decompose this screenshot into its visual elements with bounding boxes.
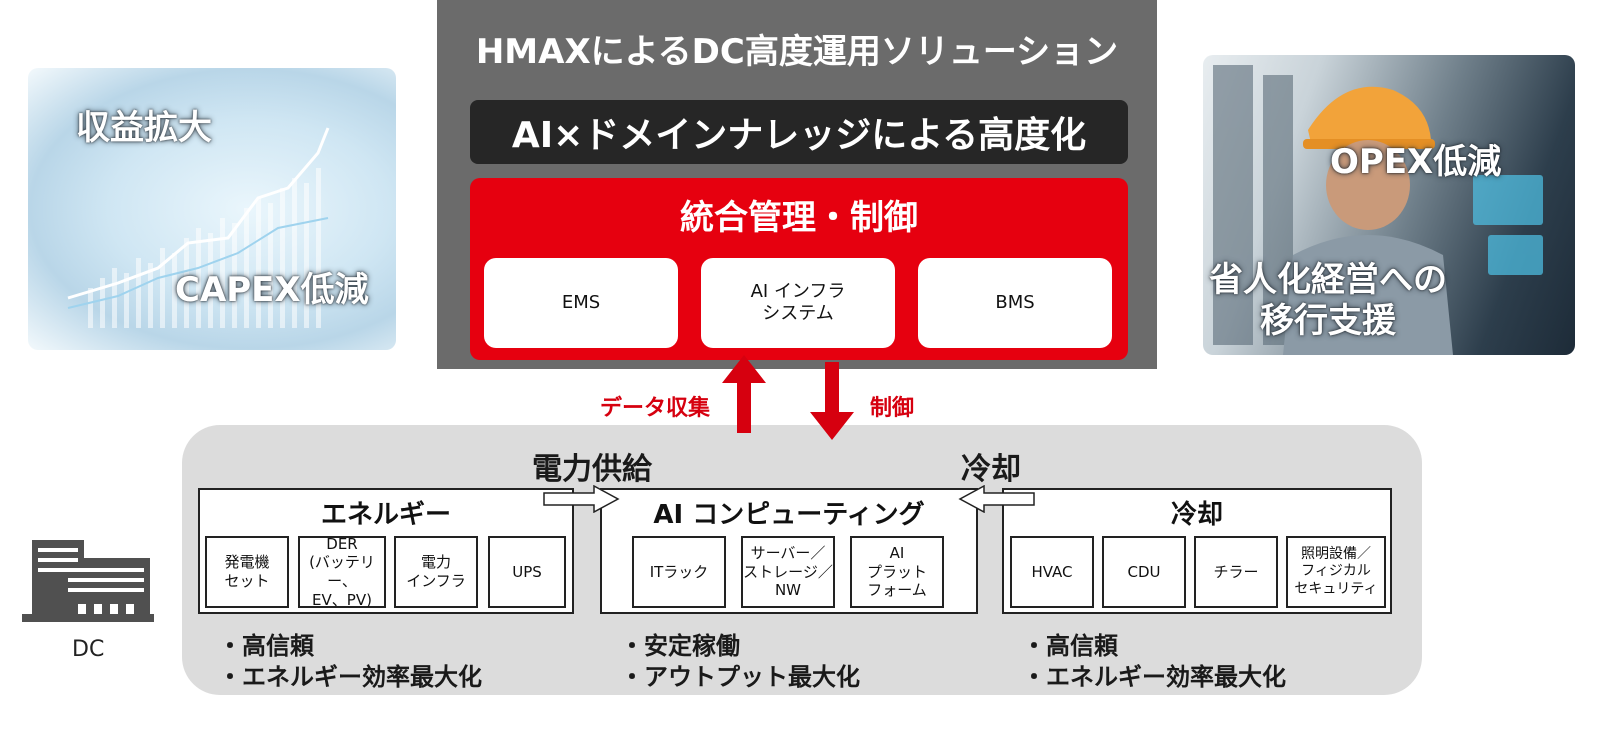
cooling-flow-label: 冷却 — [961, 452, 1021, 487]
cooling-group-title: 冷却 — [1170, 499, 1223, 530]
solution-title: HMAXによるDC高度運用ソリューション — [475, 31, 1119, 72]
hvac-box: HVAC — [1010, 536, 1094, 608]
compute-bullet-1: ・安定稼働 — [620, 632, 740, 660]
lighting-security-box: 照明設備／ フィジカル セキュリティ — [1286, 536, 1386, 608]
datacenter-building-icon — [22, 540, 154, 622]
data-collection-label: データ収集 — [600, 396, 711, 421]
generator-set-box: 発電機 セット — [205, 536, 289, 608]
bms-box: BMS — [918, 258, 1112, 348]
integrated-control-title: 統合管理・制御 — [680, 197, 918, 238]
revenue-chart-image — [28, 68, 396, 350]
power-to-compute-arrow-icon — [543, 485, 620, 513]
data-collection-arrow-icon — [722, 355, 766, 433]
chiller-box: チラー — [1194, 536, 1278, 608]
ai-infra-system-box: AI インフラ システム — [701, 258, 895, 348]
operator-photo-image — [1203, 55, 1575, 355]
cooling-bullet-2: ・エネルギー効率最大化 — [1022, 663, 1286, 691]
ai-computing-group-title: AI コンピューティング — [653, 499, 925, 530]
energy-bullet-2: ・エネルギー効率最大化 — [218, 663, 482, 691]
revenue-growth-text: 収益拡大 — [76, 108, 212, 148]
ai-domain-knowledge-bar: AI×ドメインナレッジによる高度化 — [470, 100, 1128, 164]
cooling-bullet-1: ・高信頼 — [1022, 632, 1118, 660]
dc-label: DC — [72, 637, 105, 662]
ems-box: EMS — [484, 258, 678, 348]
compute-bullet-2: ・アウトプット最大化 — [620, 663, 860, 691]
cdu-box: CDU — [1102, 536, 1186, 608]
ups-box: UPS — [488, 536, 566, 608]
der-box: DER (バッテリー、 EV、PV) — [298, 535, 386, 609]
server-storage-nw-box: サーバー／ ストレージ／ NW — [741, 536, 835, 608]
labor-saving-text: 省人化経営への 移行支援 — [1209, 260, 1447, 341]
opex-reduction-text: OPEX低減 — [1330, 142, 1502, 182]
power-infra-box: 電力 インフラ — [394, 536, 478, 608]
energy-bullet-1: ・高信頼 — [218, 632, 314, 660]
energy-group-title: エネルギー — [320, 499, 451, 530]
it-rack-box: ITラック — [632, 536, 726, 608]
control-arrow-icon — [810, 362, 854, 440]
power-supply-label: 電力供給 — [532, 452, 652, 487]
ai-platform-box: AI プラット フォーム — [850, 536, 944, 608]
capex-reduction-text: CAPEX低減 — [175, 270, 369, 310]
cooling-to-compute-arrow-icon — [958, 485, 1035, 513]
control-label: 制御 — [870, 396, 915, 421]
